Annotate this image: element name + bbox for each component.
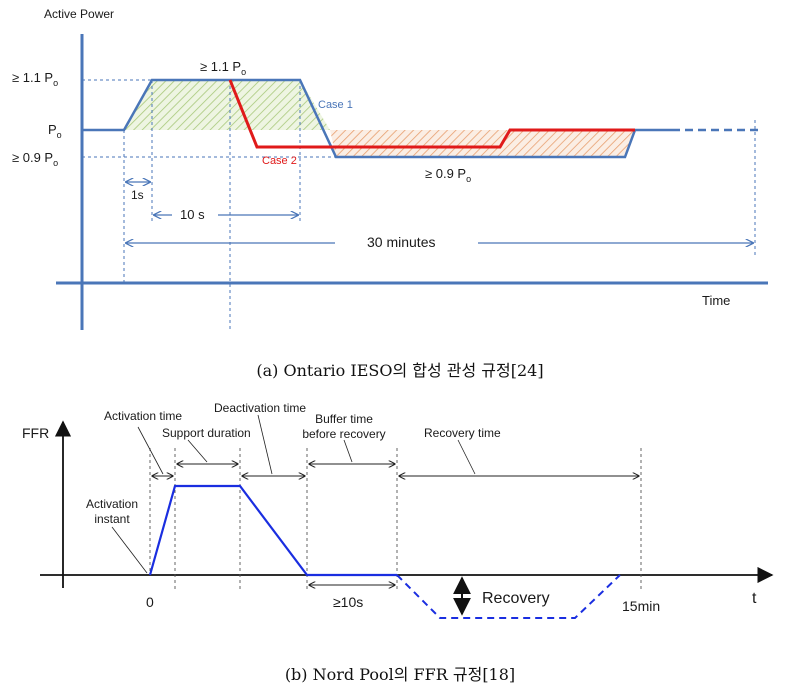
activation-instant-label-line2: instant (94, 512, 130, 526)
time-axis-label: Time (702, 293, 730, 308)
bottom-level-label: ≥ 0.9 Po (425, 166, 471, 184)
buffer-time-label-line2: before recovery (302, 427, 385, 441)
recovery-label: Recovery (482, 590, 550, 607)
active-power-axis-label: Active Power (44, 7, 114, 21)
tick-15min-label: 15min (622, 598, 660, 614)
level-low-label: ≥ 0.9 Po (12, 150, 58, 168)
support-duration-leader (187, 439, 208, 463)
activation-time-leader (137, 426, 164, 475)
case1-label: Case 1 (318, 99, 353, 111)
caption-b: (b) Nord Pool의 FFR 규정[18] (285, 665, 515, 684)
tick-zero-label: 0 (146, 594, 154, 610)
case1-curve (82, 78, 672, 159)
ffr-curve (148, 484, 397, 577)
activation-time-label: Activation time (104, 409, 182, 423)
case2-curve (228, 79, 635, 149)
buffer-time-label-line1: Buffer time (315, 412, 373, 426)
span-10s-label: 10 s (180, 207, 205, 222)
top-level-label: ≥ 1.1 Po (200, 59, 246, 77)
activation-instant-leader (111, 526, 148, 574)
recovery-time-leader (457, 439, 476, 475)
support-duration-label: Support duration (162, 426, 251, 440)
buffer-time-leader (343, 439, 353, 463)
figure-a: Active Power Time ≥ 1.1 Po Po ≥ 0.9 Po ≥… (12, 7, 768, 380)
t-axis-label: t (752, 590, 757, 607)
case1-overshoot-region (124, 80, 330, 130)
span-1s-label: 1s (131, 188, 144, 202)
case2-label: Case 2 (262, 155, 297, 167)
caption-a: (a) Ontario IESO의 합성 관성 규정[24] (256, 361, 543, 380)
span-10s-b-label: ≥10s (333, 594, 363, 610)
activation-instant-label-line1: Activation (86, 497, 138, 511)
recovery-curve (396, 574, 621, 619)
recovery-time-label: Recovery time (424, 426, 501, 440)
level-nominal-label: Po (48, 122, 62, 140)
deactivation-time-leader (257, 414, 273, 475)
figure-b: FFR t Activation time Support duration D… (22, 401, 774, 684)
case1-undershoot-region (330, 130, 635, 157)
deactivation-time-label: Deactivation time (214, 401, 306, 415)
level-high-label: ≥ 1.1 Po (12, 70, 58, 88)
ffr-axis-label: FFR (22, 425, 49, 441)
span-30min-label: 30 minutes (367, 234, 435, 250)
